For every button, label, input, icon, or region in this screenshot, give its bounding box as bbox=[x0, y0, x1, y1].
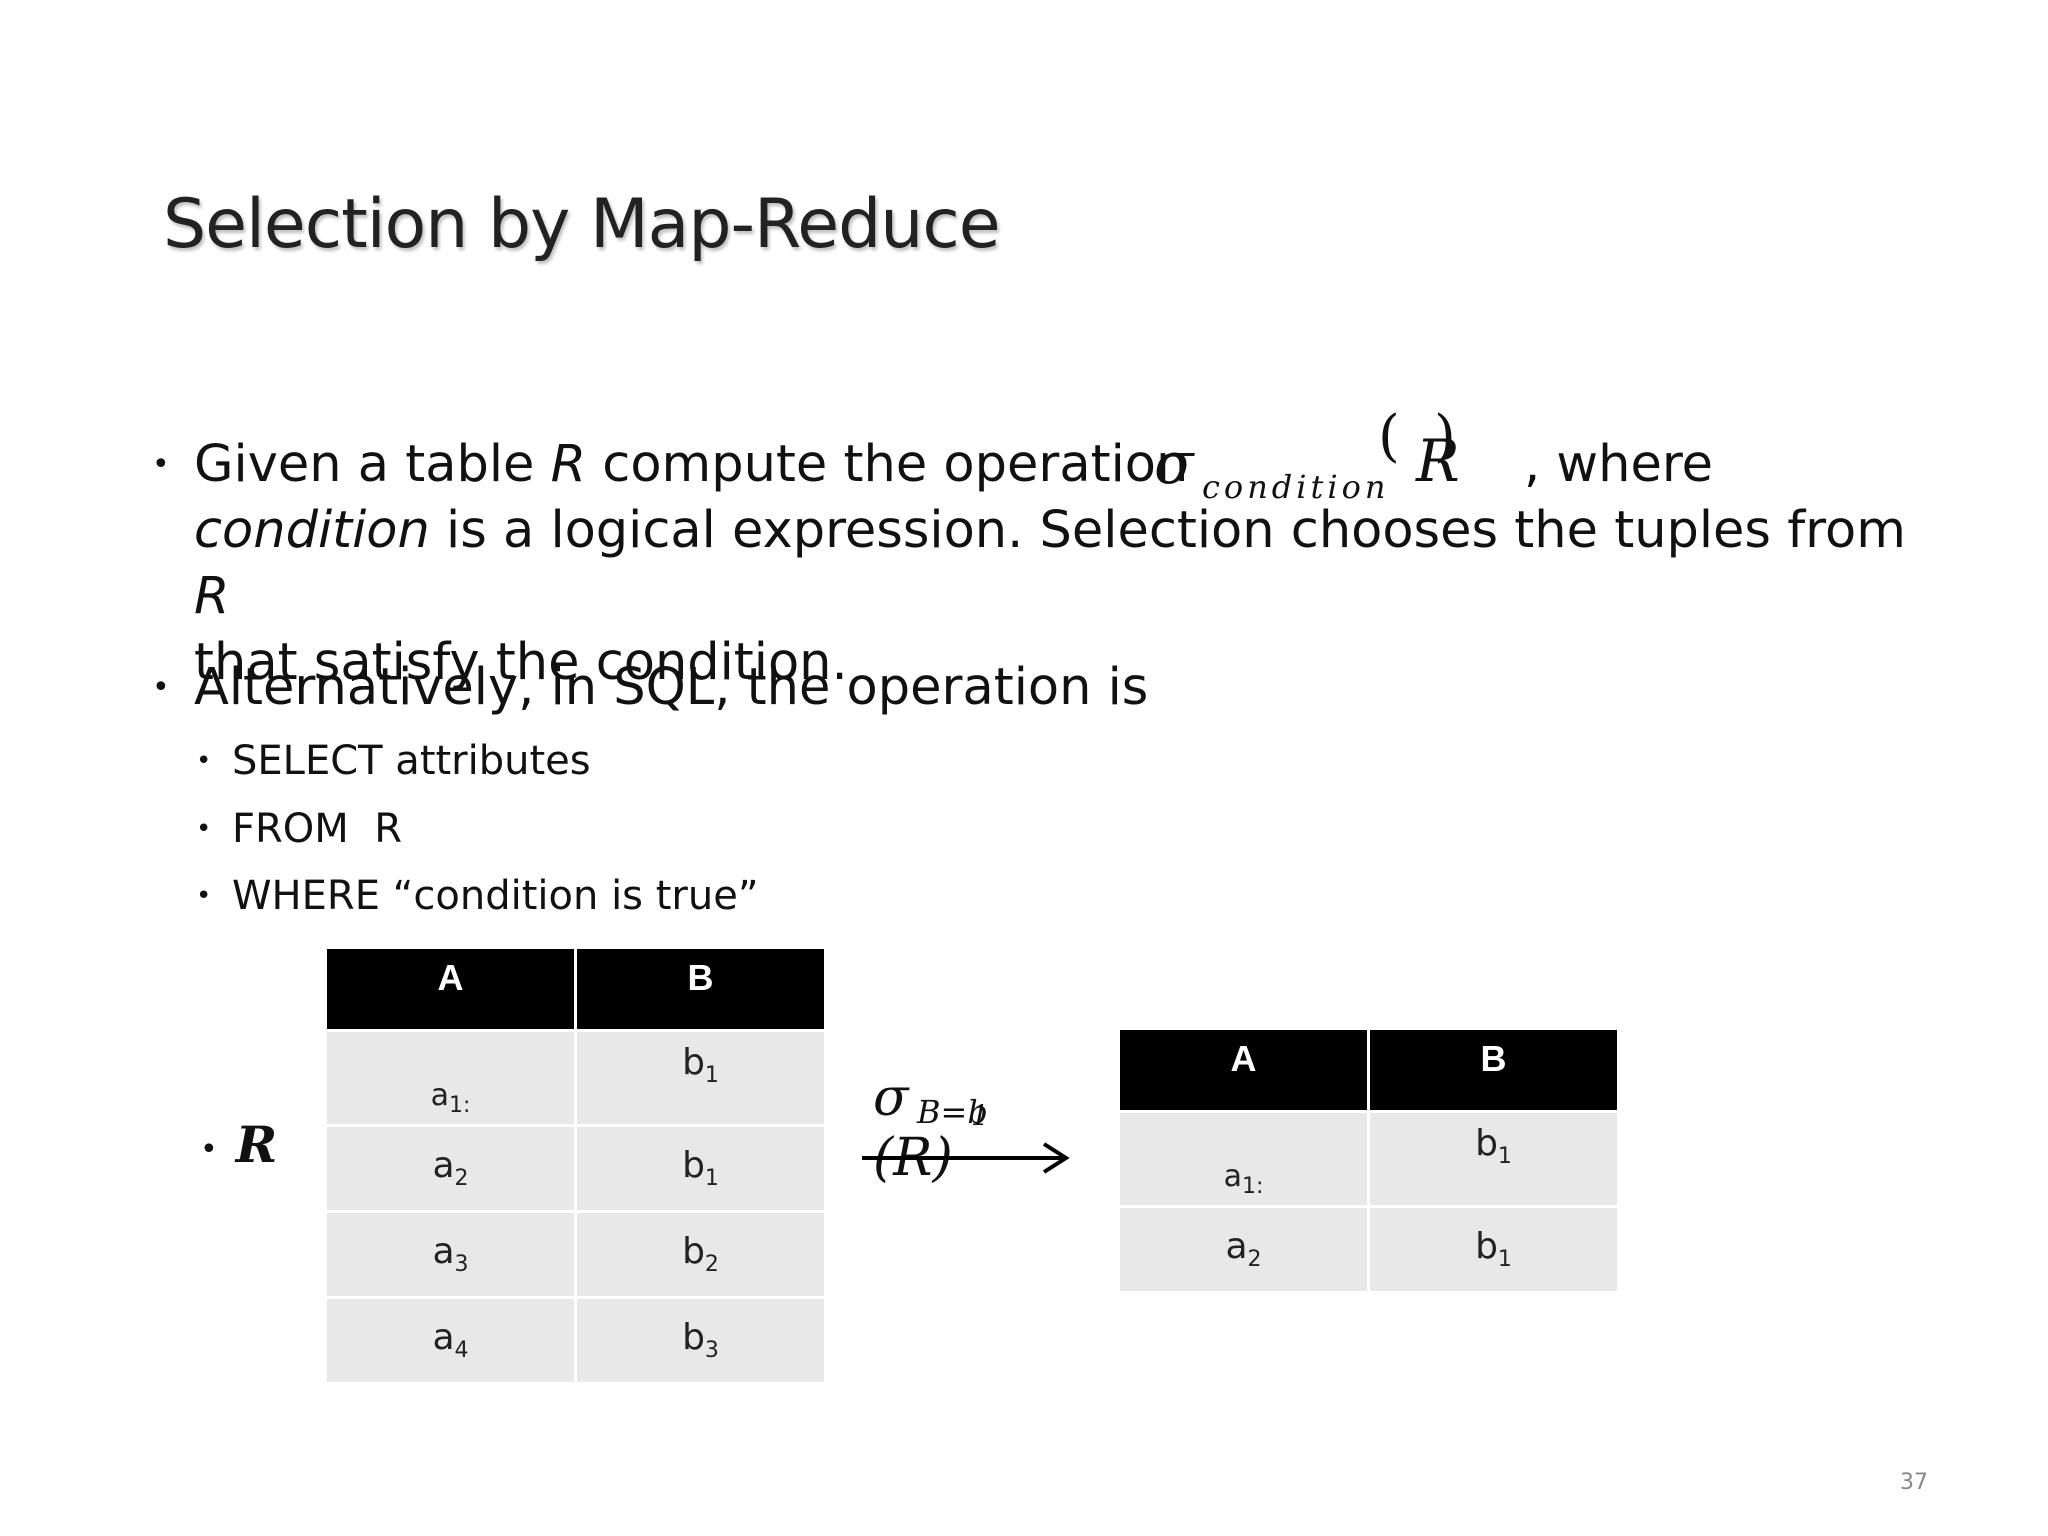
operator-subscript-index: 1 bbox=[971, 1099, 989, 1132]
formula-close-paren: ) bbox=[1434, 404, 1456, 469]
table-row: a4 b3 bbox=[327, 1299, 824, 1382]
bullet-sql-intro: • Alternatively, in SQL, the operation i… bbox=[152, 655, 1149, 721]
cell-b: b1 bbox=[1370, 1208, 1617, 1291]
table-row: a1: b1 bbox=[327, 1032, 824, 1124]
slide-title: Selection by Map-Reduce bbox=[163, 185, 1001, 264]
table-row: a2 b1 bbox=[1120, 1208, 1617, 1291]
header-B: B bbox=[577, 949, 824, 1029]
cell-a: a1: bbox=[327, 1032, 574, 1124]
table-row: a3 b2 bbox=[327, 1213, 824, 1296]
formula-sigma: σ bbox=[1154, 429, 1194, 497]
bullet-dot: • bbox=[196, 746, 212, 776]
sql-where-item: • WHERE “condition is true” bbox=[196, 872, 759, 920]
text-condition-word: condition bbox=[194, 501, 430, 560]
cell-b: b2 bbox=[577, 1213, 824, 1296]
sql-from-item: • FROM R bbox=[196, 805, 403, 853]
text-given-table: Given a table bbox=[194, 435, 551, 494]
relation-label-text: R bbox=[235, 1115, 278, 1174]
text-where: , where bbox=[1524, 435, 1714, 494]
table-row: a1: b1 bbox=[1120, 1113, 1617, 1205]
sql-select-text: SELECT attributes bbox=[232, 738, 591, 784]
page-number: 37 bbox=[1900, 1470, 1928, 1495]
bullet-line-2: condition is a logical expression. Selec… bbox=[194, 498, 1914, 630]
formula-subscript: condition bbox=[1202, 468, 1390, 506]
formula-R: R bbox=[1416, 427, 1460, 495]
operator-sigma: σ bbox=[873, 1068, 909, 1128]
sql-from-text: FROM R bbox=[232, 806, 403, 852]
output-table: A B a1: b1 a2 b1 bbox=[1117, 1027, 1620, 1294]
bullet-dot: • bbox=[152, 447, 170, 482]
bullet-dot: • bbox=[152, 670, 170, 705]
sql-where-text: WHERE “condition is true” bbox=[232, 873, 759, 919]
sql-select-item: • SELECT attributes bbox=[196, 737, 591, 785]
header-A: A bbox=[327, 949, 574, 1029]
cell-a: a2 bbox=[1120, 1208, 1367, 1291]
cell-b: b1 bbox=[577, 1032, 824, 1124]
text-sql-intro: Alternatively, in SQL, the operation is bbox=[194, 658, 1149, 717]
bullet-dot: • bbox=[200, 1131, 218, 1167]
text-logical-expression: is a logical expression. Selection choos… bbox=[429, 501, 1906, 560]
selection-formula: σ condition ( ) R bbox=[1154, 404, 1484, 506]
formula-open-paren: ( bbox=[1378, 404, 1400, 469]
input-table: A B a1: b1 a2 b1 a3 b2 a4 b3 bbox=[324, 946, 827, 1385]
bullet-line-3: that satisfy the condition. bbox=[194, 633, 848, 692]
cell-b: b1 bbox=[577, 1127, 824, 1210]
bullet-definition: • Given a table R compute the operation … bbox=[152, 404, 1914, 696]
bullet-dot: • bbox=[196, 881, 212, 911]
bullet-dot: • bbox=[196, 814, 212, 844]
bullet-line-1: Given a table R compute the operation σ … bbox=[194, 404, 1914, 506]
header-B: B bbox=[1370, 1030, 1617, 1110]
text-R-2: R bbox=[194, 567, 230, 626]
cell-b: b1 bbox=[1370, 1113, 1617, 1205]
text-compute-operation: compute the operation bbox=[586, 435, 1189, 494]
cell-b: b3 bbox=[577, 1299, 824, 1382]
cell-a: a1: bbox=[1120, 1113, 1367, 1205]
table-header-row: A B bbox=[1120, 1030, 1617, 1110]
cell-a: a4 bbox=[327, 1299, 574, 1382]
arrow-right-icon bbox=[862, 1142, 1070, 1174]
table-row: a2 b1 bbox=[327, 1127, 824, 1210]
header-A: A bbox=[1120, 1030, 1367, 1110]
text-R: R bbox=[550, 435, 587, 494]
relation-label: •R bbox=[200, 1115, 277, 1174]
cell-a: a2 bbox=[327, 1127, 574, 1210]
table-header-row: A B bbox=[327, 949, 824, 1029]
cell-a: a3 bbox=[327, 1213, 574, 1296]
